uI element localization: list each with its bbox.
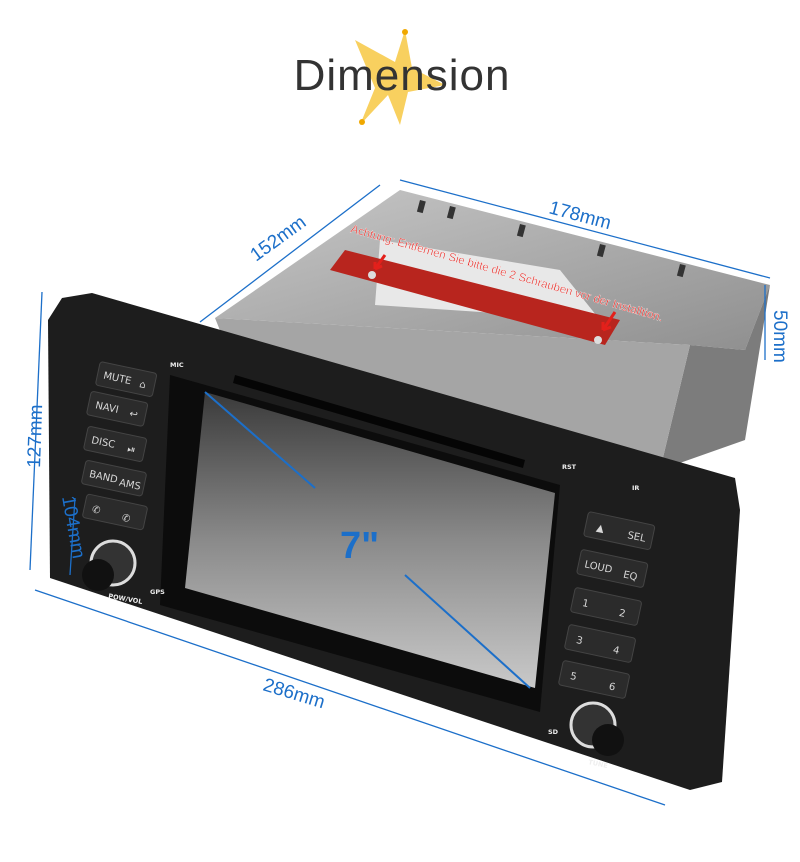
sel-button[interactable]: SEL [626,530,647,545]
eject-icon: ▲ [595,523,605,535]
eq-button[interactable]: EQ [622,570,638,584]
screen-size-label: 7" [340,525,379,567]
screen [185,392,555,688]
hangup-icon: ✆ [121,513,131,526]
gps-label: GPS [150,588,165,596]
navi-button[interactable]: NAVI [94,400,119,416]
front-height-label: 127mm [24,404,47,468]
disc-slot [233,375,525,468]
preset-4-button[interactable]: 4 [612,645,621,657]
call-icon: ✆ [91,504,101,517]
width-top-label: 152mm [247,212,311,266]
warning-sticker [330,250,620,345]
ams-button[interactable]: AMS [118,477,142,492]
home-icon: ⌂ [138,379,147,391]
preset-6-button[interactable]: 6 [608,681,617,693]
sd-label: SD [548,728,559,736]
preset-5-button[interactable]: 5 [569,671,578,683]
ir-label: IR [632,484,639,492]
body-height-label: 50mm [769,310,790,363]
star-logo-icon [355,29,445,125]
arrow-icon [373,254,387,271]
arrow-icon [601,311,617,332]
tune-label: TUNE [588,758,609,770]
mic-label: MIC [170,361,184,369]
rst-label: RST [562,463,577,471]
back-icon: ↩ [128,409,138,422]
dimension-lines [29,179,771,806]
page-title: Dimension [294,51,511,100]
preset-1-button[interactable]: 1 [581,598,590,610]
play-pause-icon: ⏯ [126,444,136,456]
preset-2-button[interactable]: 2 [618,608,627,620]
preset-3-button[interactable]: 3 [575,635,584,647]
disc-button[interactable]: DISC [90,435,116,451]
depth-label: 178mm [547,198,614,235]
front-width-label: 286mm [261,675,328,714]
